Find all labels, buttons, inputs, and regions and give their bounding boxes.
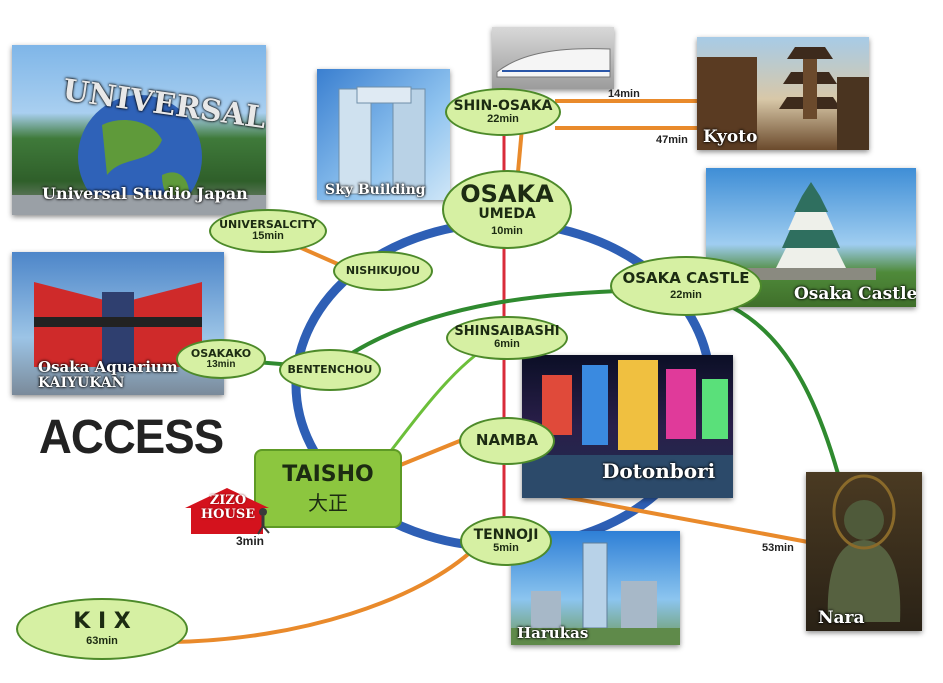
globe-icon [12, 95, 266, 215]
house-label: ZIZO HOUSE [190, 494, 266, 521]
station-shin-osaka-time: 22min [487, 112, 519, 125]
station-tennoji[interactable]: TENNOJI 5min [460, 516, 552, 566]
station-shinsaibashi-time: 6min [494, 338, 520, 351]
station-osaka-time: 10min [491, 224, 523, 237]
walking-person-icon [257, 508, 270, 535]
page-title: ACCESS [38, 411, 224, 464]
station-osakako[interactable]: OSAKAKO 13min [176, 339, 266, 379]
station-kix-time: 63min [86, 635, 118, 648]
caption-kyoto: Kyoto [703, 127, 758, 147]
bullet-train-icon [496, 48, 611, 78]
station-bentenchou-name: BENTENCHOU [287, 363, 373, 377]
house-label-line2: HOUSE [200, 506, 256, 522]
station-tennoji-time: 5min [493, 541, 519, 554]
station-nishikujou[interactable]: NISHIKUJOU [333, 251, 433, 291]
tower-icon [511, 542, 680, 645]
station-universalcity-name: UNIVERSALCITY [219, 218, 317, 232]
hub-taisho-name: TAISHO [282, 461, 374, 487]
station-shinsaibashi-name: SHINSAIBASHI [454, 324, 560, 340]
aquarium-building-icon [34, 282, 202, 372]
nara-line [559, 494, 809, 544]
caption-dotonbori: Dotonbori [602, 459, 716, 483]
namba-link [397, 438, 463, 468]
caption-harukas: Harukas [517, 624, 589, 642]
house-label-line1: ZIZO [209, 493, 247, 508]
shin-osaka-link [516, 127, 524, 173]
station-osaka-castle-time: 22min [670, 288, 702, 301]
station-kix[interactable]: K I X 63min [16, 598, 188, 660]
caption-osaka-castle: Osaka Castle [794, 284, 916, 304]
caption-sky-building: Sky Building [325, 182, 426, 198]
caption-nara: Nara [818, 608, 865, 628]
hub-taisho-name-jp: 大正 [308, 490, 348, 515]
time-kyoto-lower: 47min [656, 134, 688, 146]
photo-harukas: Harukas [511, 531, 680, 645]
station-osaka-name: OSAKA [460, 179, 554, 208]
station-osaka-castle[interactable]: OSAKA CASTLE 22min [610, 256, 762, 316]
station-osakako-name: OSAKAKO [190, 346, 252, 360]
caption-universal: Universal Studio Japan [42, 184, 248, 203]
station-osakako-time: 13min [206, 358, 236, 370]
pagoda-icon [697, 47, 869, 150]
station-shin-osaka[interactable]: SHIN-OSAKA 22min [445, 88, 561, 136]
hub-taisho[interactable]: TAISHO 大正 [254, 449, 402, 528]
station-universalcity[interactable]: UNIVERSALCITY 15min [209, 209, 327, 253]
photo-nara: Nara [806, 472, 922, 631]
station-osaka-sub: UMEDA [478, 205, 536, 222]
station-namba-name: NAMBA [475, 431, 539, 450]
caption-aquarium-line2: KAIYUKAN [38, 375, 125, 391]
house-icon [185, 488, 270, 535]
kix-line [171, 546, 477, 644]
station-namba[interactable]: NAMBA [459, 417, 555, 465]
station-bentenchou[interactable]: BENTENCHOU [279, 349, 381, 391]
station-shinsaibashi[interactable]: SHINSAIBASHI 6min [446, 316, 568, 360]
photo-dotonbori: Dotonbori [522, 355, 733, 498]
castle-icon [746, 182, 876, 280]
photo-sky-building: Sky Building [317, 69, 450, 200]
station-shin-osaka-name: SHIN-OSAKA [453, 97, 553, 114]
station-nishikujou-name: NISHIKUJOU [345, 264, 421, 278]
time-nara: 53min [762, 542, 794, 554]
time-kyoto-upper: 14min [608, 88, 640, 100]
station-osaka[interactable]: OSAKA UMEDA 10min [442, 170, 572, 249]
station-osaka-castle-name: OSAKA CASTLE [622, 268, 750, 287]
station-universalcity-time: 15min [252, 230, 284, 242]
skyscraper-icon [338, 86, 426, 195]
photo-kyoto: Kyoto [697, 37, 869, 150]
caption-aquarium-line1: Osaka Aquarium [38, 358, 178, 376]
buddha-statue-icon [827, 474, 901, 622]
station-tennoji-name: TENNOJI [473, 526, 539, 543]
house-walk-time: 3min [236, 534, 265, 548]
neon-signs-icon [522, 360, 733, 498]
station-kix-name: K I X [73, 609, 131, 635]
photo-shinkansen [492, 27, 614, 89]
photo-universal-studio: UNIVERSAL Universal Studio Japan [12, 45, 266, 215]
